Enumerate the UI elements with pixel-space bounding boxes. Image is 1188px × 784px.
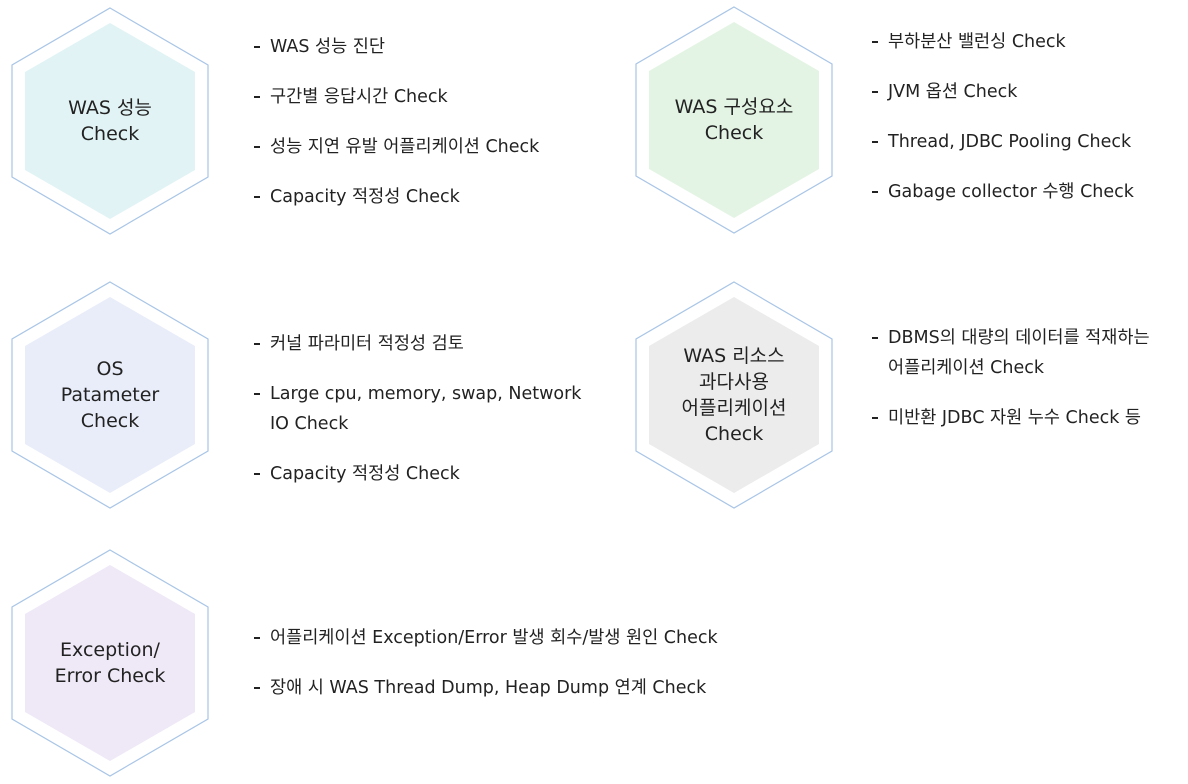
item-text: Capacity 적정성 Check bbox=[270, 459, 581, 489]
item-text: JVM 옵션 Check bbox=[888, 77, 1134, 107]
hexagon-title: WAS 리소스 과다사용 어플리케이션 Check bbox=[634, 280, 834, 510]
list-item: 구간별 응답시간 Check bbox=[254, 82, 539, 112]
dash-bullet bbox=[254, 343, 260, 345]
title-line: Exception/ bbox=[60, 639, 160, 661]
list-item: 미반환 JDBC 자원 누수 Check 등 bbox=[872, 403, 1150, 433]
dash-bullet bbox=[872, 141, 878, 143]
item-line: DBMS의 대량의 데이터를 적재하는 bbox=[888, 328, 1150, 348]
item-text: WAS 성능 진단 bbox=[270, 32, 539, 62]
list-item: Large cpu, memory, swap, Network IO Check bbox=[254, 379, 581, 439]
item-line: 커널 파라미터 적정성 검토 bbox=[270, 334, 464, 354]
dash-bullet bbox=[254, 637, 260, 639]
item-text: Gabage collector 수행 Check bbox=[888, 177, 1134, 207]
dash-bullet bbox=[254, 146, 260, 148]
list-item: Thread, JDBC Pooling Check bbox=[872, 127, 1134, 157]
hexagon-shape bbox=[635, 281, 833, 509]
item-line: 어플리케이션 Exception/Error 발생 회수/발생 원인 Check bbox=[270, 628, 718, 648]
list-item: 어플리케이션 Exception/Error 발생 회수/발생 원인 Check bbox=[254, 623, 718, 653]
dash-bullet bbox=[872, 417, 878, 419]
list-item: Gabage collector 수행 Check bbox=[872, 177, 1134, 207]
checklist: WAS 성능 진단 구간별 응답시간 Check 성능 지연 유발 어플리케이션… bbox=[254, 32, 539, 232]
item-line: 성능 지연 유발 어플리케이션 Check bbox=[270, 137, 540, 157]
dash-bullet bbox=[872, 91, 878, 93]
dash-bullet bbox=[254, 46, 260, 48]
item-line: JVM 옵션 Check bbox=[888, 82, 1018, 102]
title-line: Error Check bbox=[54, 665, 166, 687]
title-line: WAS 리소스 bbox=[683, 345, 785, 367]
item-text: 부하분산 밸런싱 Check bbox=[888, 27, 1134, 57]
title-line: Check bbox=[704, 122, 764, 144]
item-line: 어플리케이션 Check bbox=[888, 358, 1044, 378]
item-text: 미반환 JDBC 자원 누수 Check 등 bbox=[888, 403, 1150, 433]
title-line: OS bbox=[96, 358, 124, 380]
title-line: Check bbox=[704, 423, 764, 445]
hexagon-title: OS Patameter Check bbox=[10, 280, 210, 510]
item-line: Capacity 적정성 Check bbox=[270, 464, 460, 484]
list-item: 장애 시 WAS Thread Dump, Heap Dump 연계 Check bbox=[254, 673, 718, 703]
list-item: 커널 파라미터 적정성 검토 bbox=[254, 329, 581, 359]
item-text: 성능 지연 유발 어플리케이션 Check bbox=[270, 132, 539, 162]
hexagon-shape bbox=[11, 7, 209, 235]
list-item: Capacity 적정성 Check bbox=[254, 459, 581, 489]
hexagon-title: WAS 성능 Check bbox=[10, 6, 210, 236]
title-line: Check bbox=[80, 123, 140, 145]
hexagon-title: WAS 구성요소 Check bbox=[634, 5, 834, 235]
list-item: 성능 지연 유발 어플리케이션 Check bbox=[254, 132, 539, 162]
item-text: 장애 시 WAS Thread Dump, Heap Dump 연계 Check bbox=[270, 673, 718, 703]
item-text: Thread, JDBC Pooling Check bbox=[888, 127, 1134, 157]
hexagon-shape bbox=[11, 549, 209, 777]
hexagon-was-resource: WAS 리소스 과다사용 어플리케이션 Check bbox=[634, 280, 834, 510]
list-item: WAS 성능 진단 bbox=[254, 32, 539, 62]
item-line: 부하분산 밸런싱 Check bbox=[888, 32, 1066, 52]
title-line: WAS 성능 bbox=[68, 97, 152, 119]
item-line: WAS 성능 진단 bbox=[270, 37, 385, 57]
hexagon-shape bbox=[11, 281, 209, 509]
dash-bullet bbox=[254, 687, 260, 689]
title-line: 과다사용 bbox=[699, 371, 769, 393]
dash-bullet bbox=[254, 393, 260, 395]
title-line: WAS 구성요소 bbox=[674, 96, 794, 118]
item-text: Capacity 적정성 Check bbox=[270, 182, 539, 212]
item-line: IO Check bbox=[270, 414, 349, 434]
hexagon-os-parameter: OS Patameter Check bbox=[10, 280, 210, 510]
dash-bullet bbox=[872, 191, 878, 193]
item-line: Large cpu, memory, swap, Network bbox=[270, 384, 582, 404]
hexagon-was-components: WAS 구성요소 Check bbox=[634, 5, 834, 235]
item-line: Capacity 적정성 Check bbox=[270, 187, 460, 207]
item-line: 미반환 JDBC 자원 누수 Check 등 bbox=[888, 408, 1141, 428]
checklist: 부하분산 밸런싱 Check JVM 옵션 Check Thread, JDBC… bbox=[872, 27, 1134, 227]
hexagon-was-performance: WAS 성능 Check bbox=[10, 6, 210, 236]
item-text: 어플리케이션 Exception/Error 발생 회수/발생 원인 Check bbox=[270, 623, 718, 653]
item-line: 구간별 응답시간 Check bbox=[270, 87, 448, 107]
title-line: 어플리케이션 bbox=[681, 397, 787, 419]
checklist: 커널 파라미터 적정성 검토 Large cpu, memory, swap, … bbox=[254, 329, 581, 509]
title-line: Check bbox=[80, 410, 140, 432]
hexagon-exception-error: Exception/ Error Check bbox=[10, 548, 210, 778]
item-text: 커널 파라미터 적정성 검토 bbox=[270, 329, 581, 359]
dash-bullet bbox=[254, 473, 260, 475]
title-line: Patameter bbox=[60, 384, 160, 406]
dash-bullet bbox=[872, 337, 878, 339]
dash-bullet bbox=[872, 41, 878, 43]
dash-bullet bbox=[254, 96, 260, 98]
list-item: 부하분산 밸런싱 Check bbox=[872, 27, 1134, 57]
item-line: Thread, JDBC Pooling Check bbox=[888, 132, 1132, 152]
dash-bullet bbox=[254, 196, 260, 198]
list-item: JVM 옵션 Check bbox=[872, 77, 1134, 107]
item-text: 구간별 응답시간 Check bbox=[270, 82, 539, 112]
list-item: Capacity 적정성 Check bbox=[254, 182, 539, 212]
item-line: 장애 시 WAS Thread Dump, Heap Dump 연계 Check bbox=[270, 678, 707, 698]
checklist: 어플리케이션 Exception/Error 발생 회수/발생 원인 Check… bbox=[254, 623, 718, 723]
item-text: Large cpu, memory, swap, Network IO Check bbox=[270, 379, 581, 439]
hexagon-title: Exception/ Error Check bbox=[10, 548, 210, 778]
item-line: Gabage collector 수행 Check bbox=[888, 182, 1134, 202]
hexagon-shape bbox=[635, 6, 833, 234]
